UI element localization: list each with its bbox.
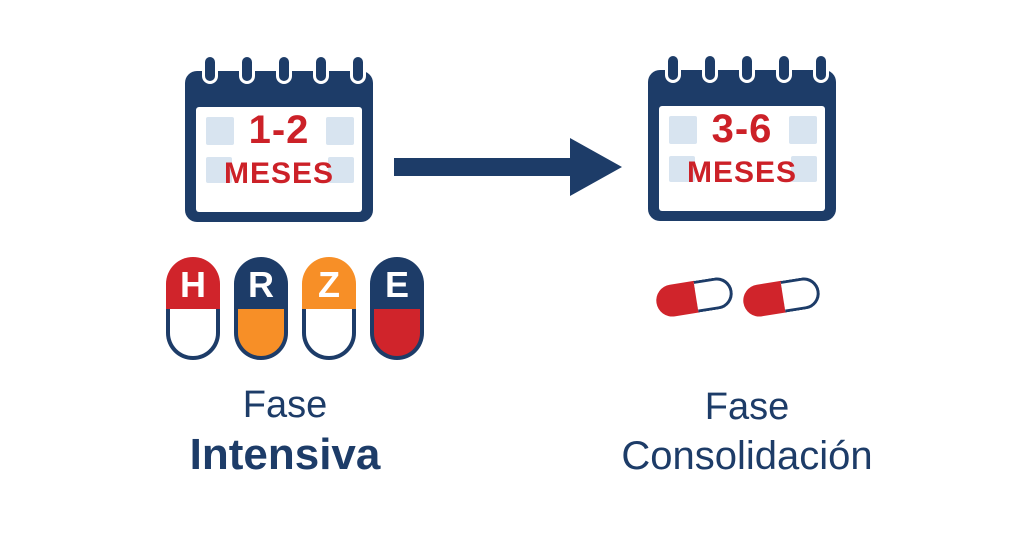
phase-label-line2: Intensiva: [189, 429, 381, 479]
calendar-ring-icon: [276, 54, 292, 84]
pill-letter: R: [248, 264, 274, 305]
pill-right-half: [780, 275, 823, 313]
pill-bottom-half: [370, 309, 424, 360]
calendar-grid-square: [206, 117, 234, 145]
hrze-pills-row: H R Z E: [166, 257, 424, 360]
calendar-ring-icon: [239, 54, 255, 84]
pill-bottom-half: [302, 309, 356, 360]
calendar-ring-icon: [739, 53, 755, 83]
calendar-grid-square: [669, 156, 695, 182]
calendar-grid-square: [791, 156, 817, 182]
pill-capsule-horizontal: [653, 275, 736, 319]
duration-unit-text: MESES: [686, 156, 798, 189]
calendar-intensive: 1-2 MESES: [185, 54, 373, 222]
right-arrow-icon: [394, 138, 622, 196]
calendar-ring-icon: [313, 54, 329, 84]
calendar-ring-icon: [350, 54, 366, 84]
duration-unit-text: MESES: [223, 157, 335, 190]
consolidation-phase-label: Fase Consolidación: [587, 386, 907, 478]
calendar-page: 1-2 MESES: [196, 107, 362, 212]
calendar-consolidation: 3-6 MESES: [648, 53, 836, 221]
pill-right-half: [693, 275, 736, 313]
calendar-ring-icon: [776, 53, 792, 83]
phase-label-line2: Consolidación: [621, 433, 873, 478]
duration-text: 3-6: [711, 107, 773, 151]
pill-capsule-r: R: [234, 257, 288, 360]
phase-label-line1: Fase: [704, 386, 790, 428]
pill-capsule-e: E: [370, 257, 424, 360]
pill-capsule-z: Z: [302, 257, 356, 360]
consolidation-pills-row: [653, 275, 823, 319]
pill-top-half: [370, 257, 424, 309]
pill-letter: H: [180, 264, 206, 305]
calendar-grid-square: [206, 157, 232, 183]
pill-top-half: [234, 257, 288, 309]
phase-label-line1: Fase: [242, 384, 328, 426]
calendar-grid-square: [789, 116, 817, 144]
pill-letter: E: [384, 264, 409, 305]
calendar-ring-icon: [813, 53, 829, 83]
pill-bottom-half: [166, 309, 220, 360]
pill-left-half: [653, 280, 700, 319]
pill-top-half: [302, 257, 356, 309]
pill-letter: Z: [318, 264, 340, 305]
flow-arrow: [394, 136, 624, 198]
pill-top-half: [166, 257, 220, 309]
calendar-grid-square: [326, 117, 354, 145]
pill-left-half: [740, 280, 787, 319]
duration-text: 1-2: [248, 108, 310, 152]
calendar-ring-icon: [202, 54, 218, 84]
calendar-grid-square: [328, 157, 354, 183]
calendar-grid-square: [669, 116, 697, 144]
calendar-ring-icon: [665, 53, 681, 83]
pill-capsule-horizontal: [740, 275, 823, 319]
calendar-ring-icon: [702, 53, 718, 83]
intensive-phase-label: Fase Intensiva: [125, 384, 445, 479]
pill-capsule-h: H: [166, 257, 220, 360]
calendar-page: 3-6 MESES: [659, 106, 825, 211]
pill-bottom-half: [234, 309, 288, 360]
